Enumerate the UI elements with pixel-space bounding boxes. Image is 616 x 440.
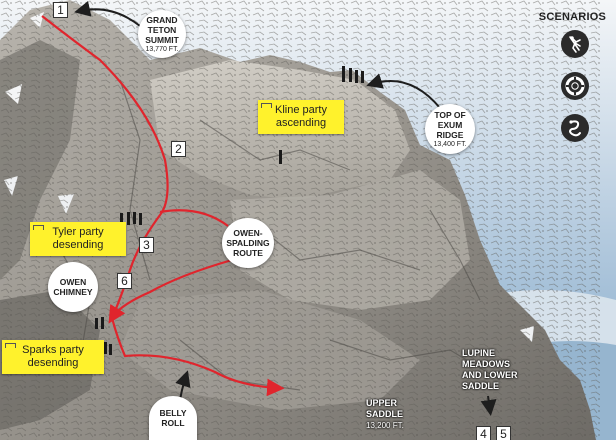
belly-roll-bubble: BELLY ROLL xyxy=(149,396,197,440)
upper-saddle-line-1: UPPER xyxy=(366,398,398,408)
note-tab-icon xyxy=(261,103,272,108)
sparks-line-1: Sparks party xyxy=(22,344,84,356)
lupine-line-4: SADDLE xyxy=(462,381,500,391)
exum-elevation: 13,400 FT. xyxy=(433,140,467,148)
lupine-line-2: MEADOWS xyxy=(462,359,510,369)
owen-spalding-label-2: SPALDING xyxy=(226,238,270,248)
lupine-line-3: AND LOWER xyxy=(462,370,518,380)
note-tab-icon xyxy=(33,225,44,230)
route-marker-3: 3 xyxy=(139,237,154,253)
owen-chimney-label-1: OWEN xyxy=(59,277,87,287)
kline-line-1: Kline party xyxy=(275,104,327,116)
kline-party-note: Kline party ascending xyxy=(258,100,344,134)
lifebuoy-icon xyxy=(562,73,588,99)
summit-label-3: SUMMIT xyxy=(145,34,179,45)
rope-scenario-button[interactable] xyxy=(561,114,589,142)
note-tab-icon xyxy=(5,343,16,348)
summit-label-2: TETON xyxy=(147,24,177,35)
tyler-line-1: Tyler party xyxy=(52,226,104,238)
owen-spalding-label-1: OWEN- xyxy=(233,228,263,238)
rope-icon xyxy=(562,115,588,141)
tyler-line-2: desending xyxy=(52,239,104,251)
exum-label-3: RIDGE xyxy=(436,129,464,140)
owen-chimney-label-2: CHIMNEY xyxy=(53,287,93,297)
belly-roll-label-1: BELLY xyxy=(159,408,187,418)
route-marker-1: 1 xyxy=(53,2,68,18)
owen-spalding-bubble: OWEN- SPALDING ROUTE xyxy=(222,218,274,268)
exum-label-2: EXUM xyxy=(437,119,463,130)
sparks-party-note: Sparks party desending xyxy=(2,340,104,374)
upper-saddle-line-2: SADDLE xyxy=(366,409,404,419)
climber-icon xyxy=(562,31,588,57)
owen-spalding-label-3: ROUTE xyxy=(233,248,263,258)
upper-saddle-label: UPPER SADDLE 13,200 FT. xyxy=(366,398,404,431)
lupine-line-1: LUPINE xyxy=(462,348,496,358)
summit-elevation: 13,770 FT. xyxy=(145,45,179,53)
summit-label-1: GRAND xyxy=(146,14,178,25)
summit-bubble: GRAND TETON SUMMIT 13,770 FT. xyxy=(138,10,186,58)
lupine-meadows-label: LUPINE MEADOWS AND LOWER SADDLE xyxy=(462,348,518,392)
scenarios-title: SCENARIOS xyxy=(538,11,606,23)
kline-line-2: ascending xyxy=(275,117,327,129)
belly-roll-label-2: ROLL xyxy=(161,418,185,428)
route-marker-5: 5 xyxy=(496,426,511,440)
route-marker-2: 2 xyxy=(171,141,186,157)
route-marker-4: 4 xyxy=(476,426,491,440)
owen-chimney-bubble: OWEN CHIMNEY xyxy=(48,262,98,312)
upper-saddle-elevation: 13,200 FT. xyxy=(366,421,404,430)
sparks-line-2: desending xyxy=(27,357,79,369)
climber-scenario-button[interactable] xyxy=(561,30,589,58)
route-marker-6: 6 xyxy=(117,273,132,289)
exum-label-1: TOP OF xyxy=(434,109,466,120)
exum-ridge-bubble: TOP OF EXUM RIDGE 13,400 FT. xyxy=(425,104,475,154)
rescue-ring-scenario-button[interactable] xyxy=(561,72,589,100)
tyler-party-note: Tyler party desending xyxy=(30,222,126,256)
